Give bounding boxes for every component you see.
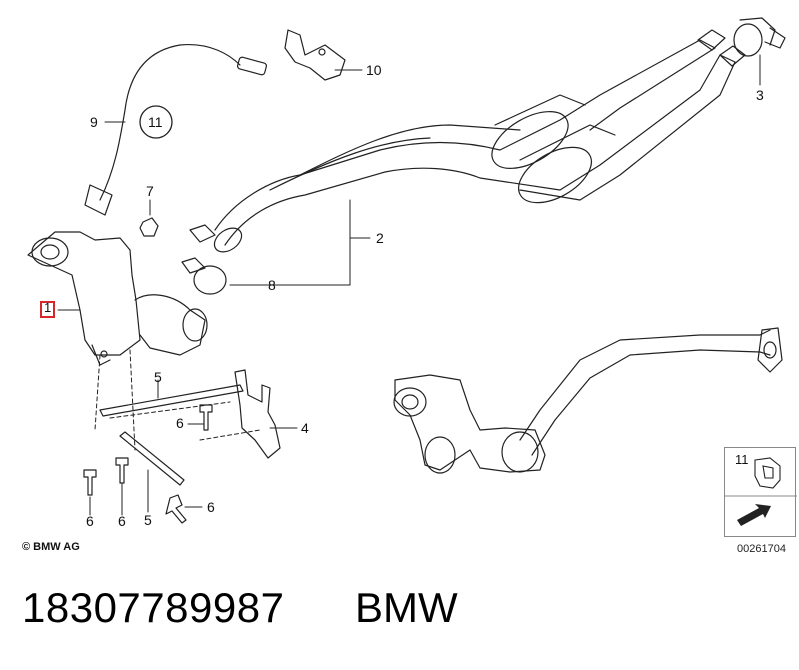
callout-11: 11 <box>148 114 163 130</box>
callout-4: 4 <box>301 420 309 436</box>
callout-6d: 6 <box>207 499 215 515</box>
callout-numbers: 2 3 4 5 5 6 6 6 6 7 8 9 10 11 <box>86 62 764 529</box>
callout-2: 2 <box>376 230 384 246</box>
callout-1-highlight <box>40 301 55 318</box>
callout-6b: 6 <box>86 513 94 529</box>
copyright-text: © BMW AG <box>22 541 80 553</box>
inset-label: 11 <box>735 452 749 467</box>
catalytic-converter-part-1 <box>27 231 208 366</box>
bracket-part-10 <box>284 29 346 81</box>
callout-6a: 6 <box>176 415 184 431</box>
inset-part-11: 11 <box>724 447 797 537</box>
callout-7: 7 <box>146 183 154 199</box>
callout-9: 9 <box>90 114 98 130</box>
brand-name: BMW <box>355 584 458 631</box>
callout-3: 3 <box>756 87 764 103</box>
callout-5a: 5 <box>154 369 162 385</box>
callout-10: 10 <box>366 62 382 78</box>
strap-part-5 <box>99 384 244 486</box>
exhaust-assembly-view <box>393 327 783 474</box>
callout-5b: 5 <box>144 512 152 528</box>
callout-1: 1 <box>44 300 52 315</box>
nut-part-7 <box>139 217 159 237</box>
clamp-part-3 <box>733 17 786 57</box>
clip-icon <box>725 457 797 526</box>
leader-lines <box>57 54 761 516</box>
callout-6c: 6 <box>118 513 126 529</box>
pipe-clamp <box>181 224 227 295</box>
document-id: 00261704 <box>737 543 786 555</box>
exhaust-parts-diagram: 2 3 4 5 5 6 6 6 6 7 8 9 10 11 <box>27 17 786 529</box>
bolt-part-6 <box>83 404 213 524</box>
y-pipe-catalyst-assembly <box>213 29 746 253</box>
callout-11-circle <box>139 105 173 139</box>
callout-8: 8 <box>268 277 276 293</box>
bracket-part-4 <box>234 369 281 459</box>
oxygen-sensor-part-9 <box>84 43 268 216</box>
part-number: 18307789987 <box>22 584 285 631</box>
